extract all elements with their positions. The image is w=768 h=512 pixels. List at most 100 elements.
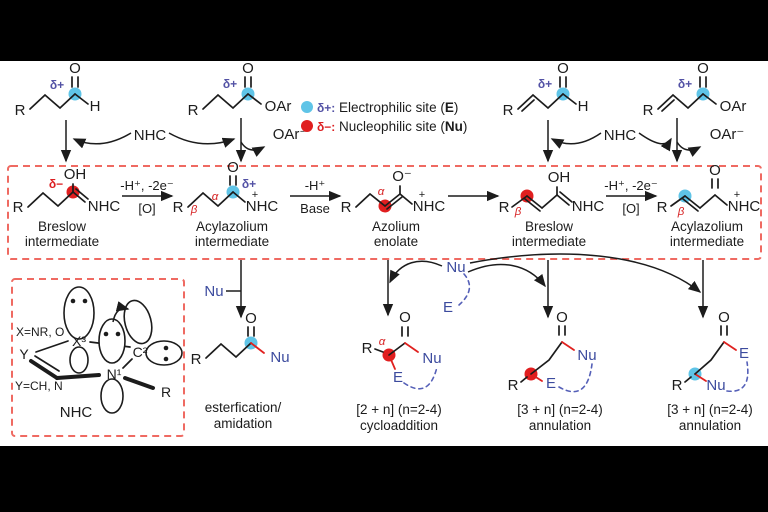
ring-forming-dashed-arc: [558, 363, 593, 393]
r-group-label: R: [13, 199, 24, 216]
caption-line2: annulation: [529, 418, 591, 433]
carbene-lone-pair-lobe: [145, 340, 183, 366]
conditions-bottom: [O]: [622, 201, 639, 216]
alpha-label: α: [378, 186, 385, 198]
oxygen-label: O: [399, 309, 411, 326]
oxygen-label: O: [242, 60, 254, 77]
product-ester-amide: R O Nu esterfication/ amidation: [191, 310, 290, 431]
r-group-label: R: [657, 199, 668, 216]
delta-minus-label: δ−: [49, 177, 63, 191]
nhc-box-title: NHC: [60, 404, 93, 421]
azolium-enolate: R α O⁻ + NHC Azolium enolate: [341, 168, 446, 249]
deprotonation-step: -H⁺ Base: [290, 178, 342, 216]
substrate-aryl-ester: R O OAr δ+ OAr⁻: [188, 60, 308, 163]
nu-e-dashed-link: [458, 273, 471, 306]
caption-line2: amidation: [214, 416, 273, 431]
ring-forming-dashed-arc: [726, 361, 749, 393]
electrophilic-legend-text: δ+: Electrophilic site (E): [317, 100, 458, 115]
nu-reagent-label: Nu: [446, 259, 465, 276]
curved-arrow-to-acylazolium-path: [469, 253, 702, 293]
nhc-label: NHC: [246, 198, 279, 215]
n-lower-orbital-lobe: [100, 378, 124, 414]
oar-minus-label: OAr⁻: [273, 126, 308, 143]
hydrogen-label: H: [578, 98, 589, 115]
caption-line1: [3 + n] (n=2-4): [517, 402, 603, 417]
caption-line1: [3 + n] (n=2-4): [667, 402, 753, 417]
r-group-label: R: [188, 102, 199, 119]
oxidation-step-left: -H⁺, -2e⁻ [O]: [120, 178, 173, 216]
figure-background: [0, 61, 768, 446]
oh-label: OH: [548, 169, 571, 186]
caption-line2: annulation: [679, 418, 741, 433]
breslow-intermediate-right: R β OH NHC Breslow intermediate: [499, 169, 605, 249]
oxygen-label: O: [69, 60, 81, 77]
delta-plus-label: δ+: [538, 77, 552, 91]
nu-label: Nu: [422, 350, 441, 367]
n-upper-orbital-lobe: [98, 318, 126, 364]
e-reagent-label: E: [443, 299, 453, 316]
caption-line1: Breslow: [525, 219, 573, 234]
nhc-curved-arrow-right: [638, 132, 672, 152]
beta-label: β: [190, 204, 198, 216]
r-group-label: R: [499, 199, 510, 216]
nucleophilic-legend-dot: [301, 120, 313, 132]
oxygen-label: O: [697, 60, 709, 77]
plus-charge: +: [734, 189, 740, 201]
conditions-top: -H⁺, -2e⁻: [120, 178, 173, 193]
acylazolium-intermediate-right: R β O + NHC Acylazolium intermediate: [657, 162, 761, 249]
caption-line1: [2 + n] (n=2-4): [356, 402, 442, 417]
oar-label: OAr: [720, 98, 747, 115]
site-legend: δ+: Electrophilic site (E) δ−: Nucleophi…: [301, 100, 467, 134]
o-minus-label: O⁻: [392, 168, 412, 185]
nucleophilic-legend-text: δ−: Nucleophilic site (Nu): [317, 119, 467, 134]
r-group-label: R: [341, 199, 352, 216]
nu-label: Nu: [270, 349, 289, 366]
e-label: E: [739, 345, 749, 362]
caption-line1: Acylazolium: [196, 219, 268, 234]
y-atom-label: Y: [19, 346, 29, 362]
breslow-intermediate-left: R OH NHC δ− Breslow intermediate: [13, 166, 121, 249]
conditions-top: -H⁺, -2e⁻: [604, 178, 657, 193]
product-annulation-michael: R Nu O E [3 + n] (n=2-4) annulation: [667, 309, 753, 433]
hydrogen-label: H: [90, 98, 101, 115]
caption-line1: Acylazolium: [671, 219, 743, 234]
r-group-label: R: [15, 102, 26, 119]
x-definition: X=NR, O: [16, 325, 64, 339]
intermediates-dashed-box: [7, 165, 762, 260]
c-atom-label: C²: [133, 344, 148, 360]
e-label: E: [393, 369, 403, 386]
conditions-bottom: [O]: [138, 201, 155, 216]
r-group-label: R: [362, 340, 373, 357]
nhc-catalyst-right: NHC: [550, 127, 672, 152]
oxygen-label: O: [556, 309, 568, 326]
nhc-label: NHC: [88, 198, 121, 215]
alpha-label: α: [379, 336, 386, 348]
r-group-label: R: [508, 377, 519, 394]
caption-line2: cycloaddition: [360, 418, 438, 433]
r-group-label: R: [672, 377, 683, 394]
y-definition: Y=CH, N: [15, 379, 63, 393]
caption-line2: intermediate: [25, 234, 99, 249]
delta-plus-label: δ+: [223, 77, 237, 91]
substrate-aldehyde: R O H δ+: [15, 60, 101, 163]
r-group-label: R: [173, 199, 184, 216]
product-arrows: Nu: [204, 260, 709, 319]
caption-line1: Breslow: [38, 219, 86, 234]
nhc-catalyst-left: NHC: [72, 127, 236, 149]
nhc-label: NHC: [134, 127, 167, 144]
caption-line1: Azolium: [372, 219, 420, 234]
product-annulation-homoenolate: R E O Nu [3 + n] (n=2-4) annulation: [508, 309, 603, 433]
e-label: E: [546, 375, 556, 392]
substrate-enal: R O H δ+: [503, 60, 589, 163]
nhc-curved-arrow-left: [72, 132, 132, 149]
caption-line2: intermediate: [670, 234, 744, 249]
nu-label: Nu: [706, 377, 725, 394]
plus-charge: +: [252, 189, 258, 201]
oar-label: OAr: [265, 98, 292, 115]
oar-minus-label: OAr⁻: [710, 126, 745, 143]
substrate-enal-ester: R O OAr δ+ OAr⁻: [643, 60, 747, 163]
leaving-group-arrow: [240, 141, 266, 157]
ring-forming-dashed-arc: [403, 366, 438, 390]
